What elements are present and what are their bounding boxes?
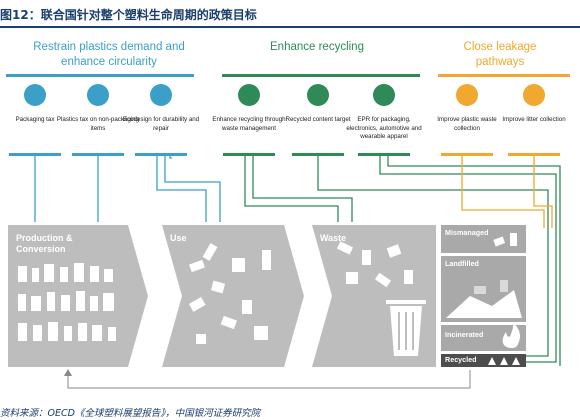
stage-use-shape (162, 225, 304, 367)
bin-label-incinerated: Incinerated (445, 330, 484, 339)
trash-bin-slats (398, 312, 414, 350)
waste-item-icons (336, 241, 413, 288)
policy-dot-waste-collection (456, 84, 478, 106)
policy-dot-ecodesign (150, 84, 172, 106)
policy-bar-ecodesign (135, 153, 187, 156)
group-line-demand (6, 74, 194, 77)
recycle-return-arrow (64, 369, 471, 389)
group-heading-leakage: Close leakage pathways (463, 41, 537, 68)
policy-bar-epr (358, 153, 410, 156)
connector-waste-collection (461, 156, 545, 228)
policy-label-recycled-content: Recycled content target (285, 116, 351, 123)
policy-dot-waste-management (238, 84, 260, 106)
connector-recycled-content (317, 156, 549, 357)
connector-ecodesign-b (164, 156, 221, 222)
flame-icon (502, 322, 520, 348)
policy-bar-litter-collection (508, 153, 560, 156)
group-line-recycling (222, 74, 420, 77)
policy-dot-non-packaging-tax (87, 84, 109, 106)
production-item-icons (18, 263, 116, 341)
stage-label-production: Production & Conversion (16, 233, 73, 254)
policy-label-non-packaging-tax: Plastics tax on non-packaging items (56, 116, 140, 132)
policy-dot-litter-collection (523, 84, 545, 106)
use-item-icons (188, 243, 271, 344)
connector-waste-mgmt-a (244, 156, 339, 222)
policy-label-packaging-tax: Packaging tax (15, 116, 55, 123)
policy-label-waste-collection: Improve plastic waste collection (437, 116, 497, 132)
policy-connectors (34, 156, 561, 366)
policy-bar-recycled-content (292, 153, 344, 156)
group-heading-recycling: Enhance recycling (270, 41, 364, 53)
landfill-items (446, 280, 522, 318)
bin-label-mismanaged: Mismanaged (445, 228, 489, 237)
group-line-leakage (438, 74, 570, 77)
bin-label-landfilled: Landfilled (445, 259, 479, 268)
bin-label-recycled: Recycled (445, 355, 477, 364)
policy-dot-recycled-content (307, 84, 329, 106)
policy-bar-waste-management (223, 153, 275, 156)
connector-epr-a (379, 156, 557, 363)
policy-label-waste-management: Enhance recycling through waste manageme… (212, 116, 286, 132)
connector-litter-collection (533, 156, 553, 228)
mismanaged-items (493, 233, 517, 247)
policy-bar-waste-collection (441, 153, 493, 156)
stage-label-use: Use (170, 233, 187, 243)
figure-title: 图12：联合国针对整个塑料生命周期的政策目标 (0, 8, 257, 22)
policy-dot-packaging-tax (24, 84, 46, 106)
policy-dot-epr (373, 84, 395, 106)
policy-label-litter-collection: Improve litter collection (502, 116, 566, 123)
connector-ecodesign-a (156, 156, 207, 222)
connector-waste-mgmt-b (252, 156, 353, 222)
policy-label-epr: EPR for packaging, electronics, automoti… (346, 116, 422, 140)
connector-blue-recycled (169, 156, 172, 159)
figure-source: 资料来源：OECD《全球塑料展望报告》，中国银河证券研究院 (0, 408, 261, 419)
policy-bar-non-packaging-tax (72, 153, 124, 156)
group-heading-demand: Restrain plastics demand and enhance cir… (33, 41, 185, 68)
connector-epr-b (387, 156, 561, 366)
stage-label-waste: Waste (320, 233, 347, 243)
policy-label-ecodesign: Ecodesign for durability and repair (122, 116, 200, 132)
title-rule (0, 26, 580, 28)
recycle-icon (488, 357, 520, 365)
policy-bar-packaging-tax (9, 153, 61, 156)
